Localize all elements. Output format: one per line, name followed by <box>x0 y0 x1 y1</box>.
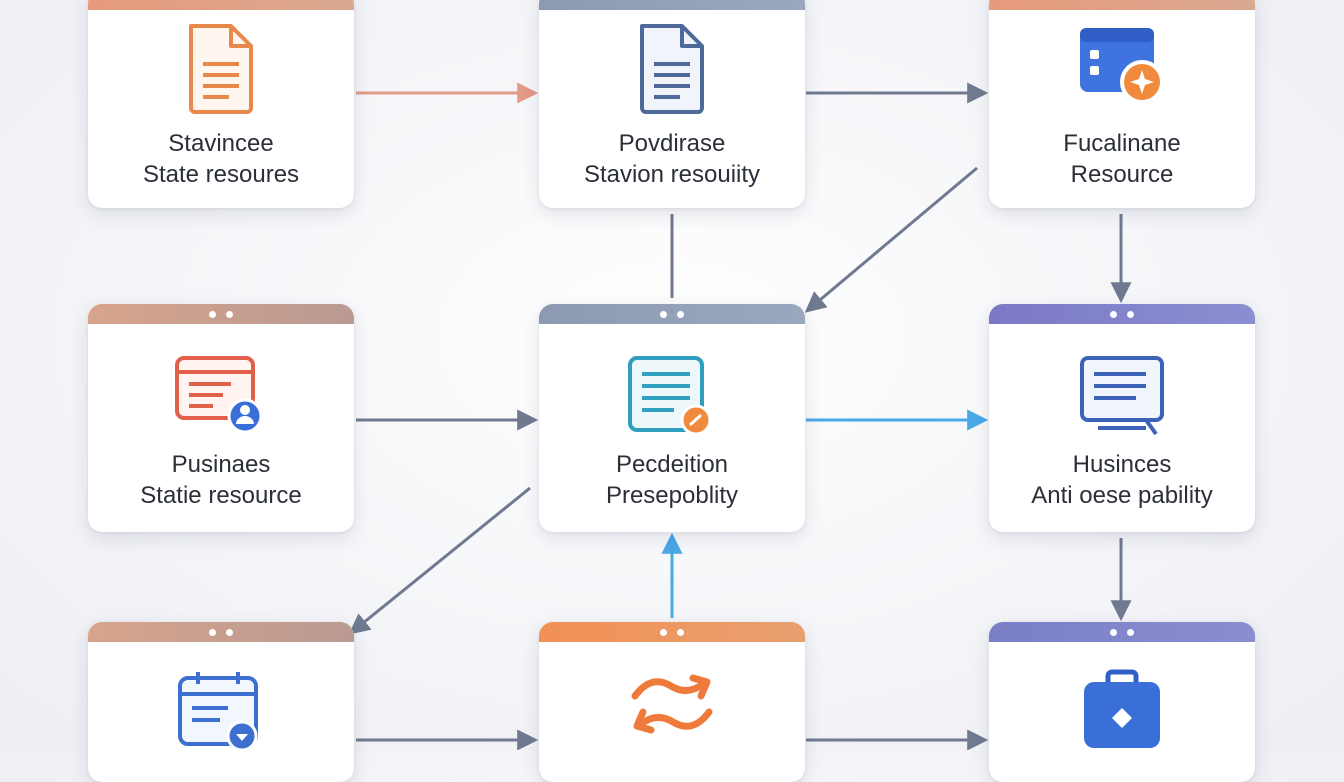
browser-user-icon <box>173 354 269 441</box>
node-title: Pecdeition <box>615 451 729 478</box>
node-subtitle: State resoures <box>142 161 300 188</box>
node-subtitle: Presepoblity <box>605 482 739 509</box>
arrow-c3-c5 <box>804 166 978 313</box>
node-card-bottom-right[interactable] <box>989 622 1255 782</box>
node-subtitle: Statie resource <box>140 482 302 509</box>
node-label: Povdirase Stavion resouiity <box>539 128 805 190</box>
node-label: Husinces Anti oese pability <box>989 449 1255 511</box>
document-edit-icon <box>626 354 718 445</box>
node-label: Pecdeition Presepoblity <box>539 449 805 511</box>
window-dot <box>226 628 233 636</box>
node-card-bottom-middle[interactable] <box>539 622 805 782</box>
node-card-husinces[interactable]: Husinces Anti oese pability <box>989 304 1255 532</box>
node-title: Povdirase <box>618 130 726 157</box>
node-subtitle: Resource <box>1070 161 1174 188</box>
node-card-bottom-left[interactable] <box>88 622 354 782</box>
node-card-pusinaes[interactable]: Pusinaes Statie resource <box>88 304 354 532</box>
card-header-bar <box>539 304 805 324</box>
node-card-povdirase[interactable]: Povdirase Stavion resouiity <box>539 0 805 208</box>
card-header-bar <box>539 0 805 10</box>
window-dot <box>1127 628 1134 636</box>
node-subtitle: Anti oese pability <box>1031 482 1213 509</box>
document-icon <box>636 22 708 119</box>
node-label: Stavincee State resoures <box>88 128 354 190</box>
document-icon <box>185 22 257 119</box>
node-title: Stavincee <box>168 130 274 157</box>
arrow-c5-c7 <box>348 486 531 635</box>
window-dot <box>209 310 216 318</box>
window-dot <box>660 310 667 318</box>
card-header-bar <box>88 304 354 324</box>
window-dot <box>660 628 667 636</box>
window-dot <box>677 310 684 318</box>
calendar-star-icon <box>1076 22 1168 111</box>
node-title: Husinces <box>1072 451 1172 478</box>
node-title: Pusinaes <box>171 451 271 478</box>
window-dot <box>1110 310 1117 318</box>
window-dot <box>1110 628 1117 636</box>
window-dot <box>1127 310 1134 318</box>
node-subtitle: Stavion resouiity <box>583 161 761 188</box>
card-header-bar <box>539 622 805 642</box>
calendar-download-icon <box>176 668 266 757</box>
window-dot <box>226 310 233 318</box>
sync-icon <box>627 668 717 743</box>
node-card-fucalinane[interactable]: Fucalinane Resource <box>989 0 1255 208</box>
monitor-icon <box>1074 354 1170 443</box>
node-title: Fucalinane <box>1063 130 1181 157</box>
node-card-pecdeition[interactable]: Pecdeition Presepoblity <box>539 304 805 532</box>
card-header-bar <box>989 622 1255 642</box>
node-card-stavincee[interactable]: Stavincee State resoures <box>88 0 354 208</box>
window-dot <box>677 628 684 636</box>
card-header-bar <box>88 622 354 642</box>
window-dot <box>209 628 216 636</box>
node-label: Fucalinane Resource <box>989 128 1255 190</box>
card-header-bar <box>88 0 354 10</box>
card-header-bar <box>989 0 1255 10</box>
node-label: Pusinaes Statie resource <box>88 449 354 511</box>
briefcase-icon <box>1080 668 1164 757</box>
card-header-bar <box>989 304 1255 324</box>
connector-layer <box>348 82 1132 750</box>
